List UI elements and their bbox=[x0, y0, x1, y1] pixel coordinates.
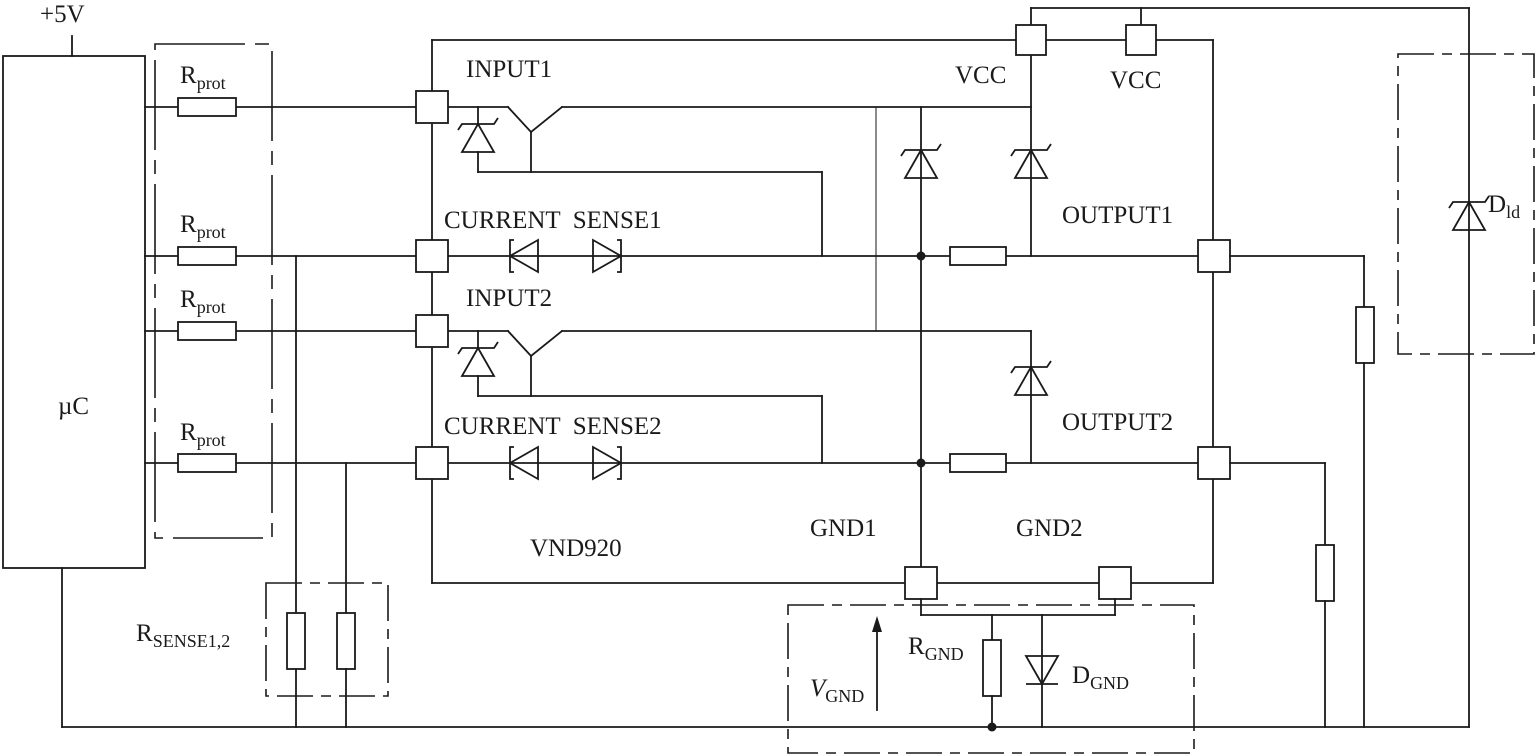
current-sense1-label: CURRENT SENSE1 bbox=[444, 207, 662, 234]
pin-vcc-1 bbox=[1015, 24, 1047, 56]
chip-pins bbox=[415, 24, 1231, 600]
chip-outline bbox=[431, 39, 1214, 584]
pin-current-sense2 bbox=[415, 446, 449, 480]
dld-group-box bbox=[1397, 53, 1535, 355]
input-wiring bbox=[144, 106, 417, 464]
rsense-resistors bbox=[286, 255, 356, 728]
microcontroller bbox=[2, 35, 146, 728]
vgnd-arrow bbox=[872, 616, 882, 711]
vcc-label-1: VCC bbox=[955, 62, 1006, 89]
pin-output2 bbox=[1197, 446, 1231, 480]
pin-current-sense1 bbox=[415, 239, 449, 273]
output-loads bbox=[1229, 255, 1375, 728]
rprot-label-2: Rprot bbox=[180, 211, 226, 242]
chip-name-label: VND920 bbox=[530, 535, 622, 562]
rprot-group-box bbox=[154, 43, 273, 539]
pin-gnd1 bbox=[904, 566, 938, 600]
rgnd-label: RGND bbox=[908, 633, 964, 664]
dld-label: Dld bbox=[1488, 191, 1520, 222]
current-sense2-label: CURRENT SENSE2 bbox=[444, 413, 662, 440]
input2-label: INPUT2 bbox=[466, 285, 552, 312]
channel-1-internal bbox=[447, 105, 1199, 266]
rprot-label-3: Rprot bbox=[180, 286, 226, 317]
internal-columns bbox=[875, 106, 1032, 568]
mcu-label: µC bbox=[58, 393, 89, 420]
pin-gnd2 bbox=[1098, 566, 1132, 600]
pin-input1 bbox=[415, 90, 449, 124]
channel-2-internal bbox=[447, 329, 1199, 473]
pin-input2 bbox=[415, 314, 449, 348]
vcc-supply-wire bbox=[1030, 7, 1470, 728]
labels: +5V µC Rprot Rprot Rprot Rprot INPUT1 IN… bbox=[40, 1, 1520, 706]
gnd1-label: GND1 bbox=[810, 515, 877, 542]
vcc-zener-diode-1 bbox=[1010, 143, 1052, 179]
dgnd-diode bbox=[1024, 655, 1060, 686]
cs1-diode-pair bbox=[508, 238, 623, 274]
rsense-label: RSENSE1,2 bbox=[136, 620, 230, 651]
rprot-label-4: Rprot bbox=[180, 419, 226, 450]
dgnd-label: DGND bbox=[1072, 662, 1129, 693]
gnd-zener-diode bbox=[900, 143, 942, 179]
output2-label: OUTPUT2 bbox=[1062, 409, 1173, 436]
rsense-group-box bbox=[265, 582, 389, 697]
vcc-label-2: VCC bbox=[1110, 67, 1161, 94]
pin-vcc-2 bbox=[1125, 24, 1157, 56]
gnd-network-box bbox=[787, 604, 1195, 754]
gnd-network bbox=[920, 598, 1116, 732]
cs2-diode-pair bbox=[508, 445, 623, 481]
rprot-resistors bbox=[177, 97, 237, 473]
rprot-label-1: Rprot bbox=[180, 62, 226, 93]
input1-label: INPUT1 bbox=[466, 56, 552, 83]
vgnd-label: VGND bbox=[810, 675, 864, 706]
pin-output1 bbox=[1197, 239, 1231, 273]
input1-zener-diode bbox=[457, 117, 499, 153]
supply-label: +5V bbox=[40, 1, 85, 28]
input2-zener-diode bbox=[457, 341, 499, 377]
output1-label: OUTPUT1 bbox=[1062, 202, 1173, 229]
dld-diode bbox=[1448, 195, 1490, 231]
vcc-zener-diode-2 bbox=[1010, 360, 1052, 396]
gnd2-label: GND2 bbox=[1016, 515, 1083, 542]
